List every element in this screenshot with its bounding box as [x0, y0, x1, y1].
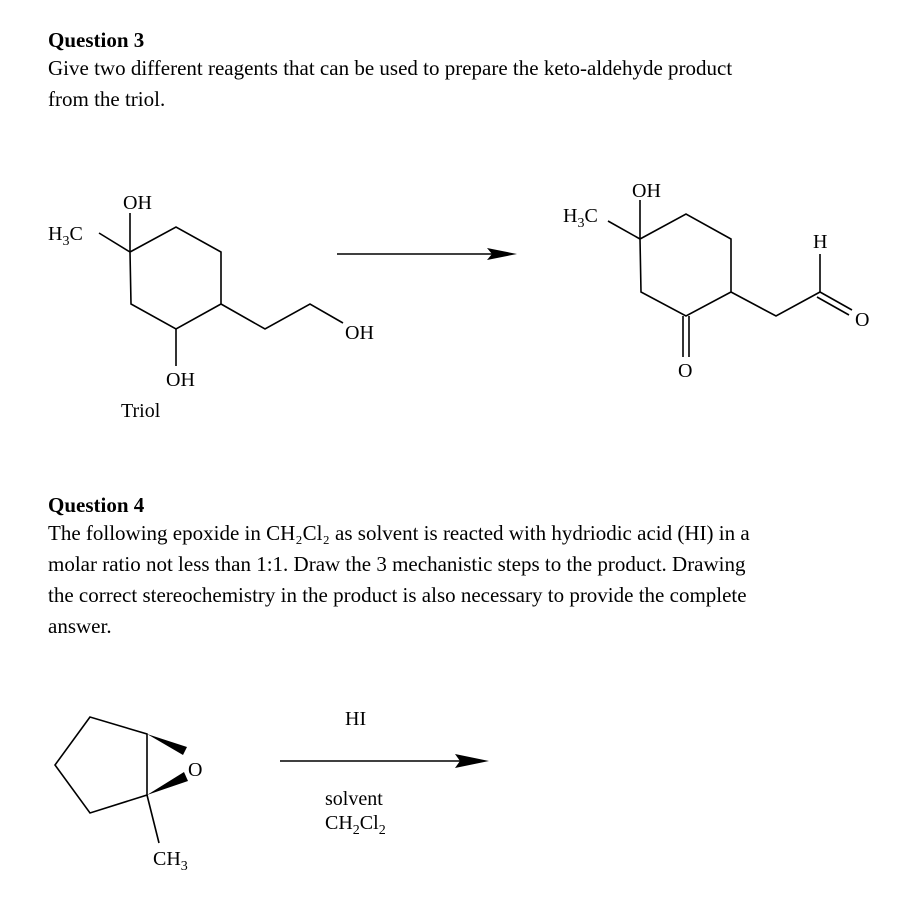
methyl-bond	[146, 794, 160, 844]
cyclohexane-ring	[129, 226, 222, 330]
question-4-text-line: The following epoxide in CH₂Cl₂ as solve…	[48, 521, 750, 545]
aldehyde-h-label: H	[813, 231, 827, 253]
question-4-text-line: the correct stereochemistry in the produ…	[48, 583, 747, 607]
question-3-title: Question 3	[48, 28, 145, 52]
cyclopentane-ring	[54, 716, 148, 814]
question-4-text-line: answer.	[48, 614, 112, 638]
question-4: Question 4 The following epoxide in CH₂C…	[48, 492, 750, 642]
oh-label: OH	[345, 322, 374, 344]
methyl-bond	[98, 232, 131, 253]
question-3-text-line: from the triol.	[48, 87, 166, 111]
reaction-arrow-1	[337, 248, 517, 260]
question-3-text-line: Give two different reagents that can be …	[48, 56, 733, 80]
methyl-label: H3C	[563, 205, 598, 231]
methyl-bond	[607, 220, 641, 240]
triol-caption: Triol	[121, 400, 161, 422]
question-4-text-line: molar ratio not less than 1:1. Draw the …	[48, 552, 746, 576]
aldehyde-double-bond	[819, 291, 853, 311]
wedge-bond	[147, 772, 188, 795]
oh-label: OH	[166, 369, 195, 391]
question-3: Question 3 Give two different reagents t…	[48, 27, 732, 115]
arrow-head-icon	[487, 248, 517, 260]
ch2-chain	[730, 291, 821, 317]
keto-aldehyde-structure: OH H3C O H O	[563, 180, 869, 382]
cyclohexane-ring	[639, 213, 732, 317]
solvent-label: solvent	[325, 788, 383, 810]
ethyl-chain	[220, 303, 344, 330]
solvent-formula: CH2Cl2	[325, 812, 386, 838]
methyl-label: H3C	[48, 223, 83, 249]
wedge-bond	[147, 734, 187, 755]
methyl-label: CH3	[153, 848, 188, 874]
ketone-o-label: O	[678, 360, 692, 382]
oh-label: OH	[123, 192, 152, 214]
reaction-arrow-2	[280, 754, 489, 768]
epoxide-structure: O CH3	[54, 716, 202, 874]
oh-label: OH	[632, 180, 661, 202]
arrow-head-icon	[455, 754, 489, 768]
triol-structure: OH H3C OH OH Triol	[48, 192, 374, 422]
question-4-title: Question 4	[48, 493, 145, 517]
epoxide-o-label: O	[188, 759, 202, 781]
aldehyde-o-label: O	[855, 309, 869, 331]
reagent-label: HI	[345, 708, 366, 730]
